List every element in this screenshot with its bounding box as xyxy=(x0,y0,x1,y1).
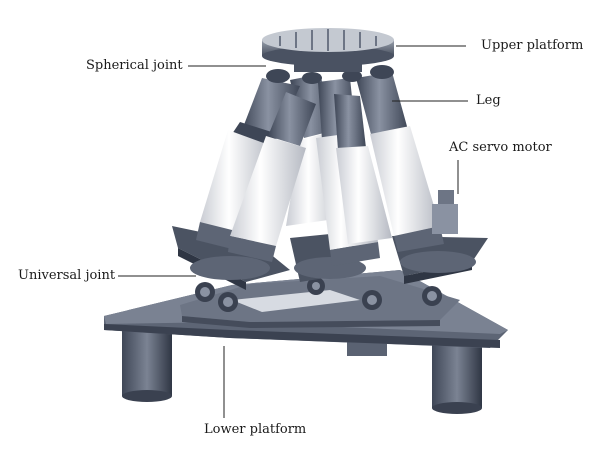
spherical-joints xyxy=(266,65,394,84)
label-ac-servo-motor: AC servo motor xyxy=(449,140,552,155)
label-lower-platform: Lower platform xyxy=(204,422,307,437)
leg-left xyxy=(196,78,316,262)
label-upper-platform: Upper platform xyxy=(481,38,584,53)
label-leg: Leg xyxy=(476,93,501,108)
label-spherical-joint: Spherical joint xyxy=(86,58,183,73)
upper-platform xyxy=(262,28,394,72)
leader-lines xyxy=(118,45,468,418)
label-universal-joint: Universal joint xyxy=(18,268,116,283)
leg-right xyxy=(334,72,458,252)
lower-platform-posts xyxy=(122,330,482,414)
lower-platform xyxy=(104,270,508,348)
universal-joints xyxy=(195,277,442,312)
